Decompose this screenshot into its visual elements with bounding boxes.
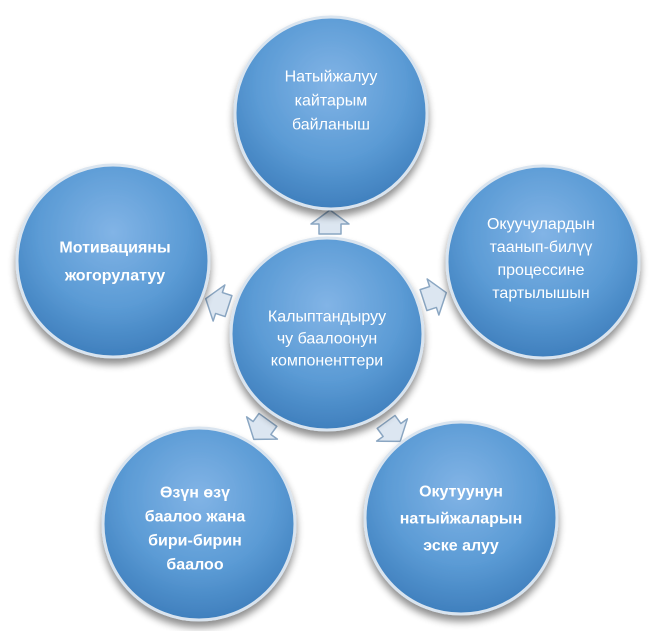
node-bottom-right: Окутуунун натыйжаларын эске алуу xyxy=(363,420,559,616)
arrow-to-bottom-right xyxy=(375,414,409,443)
node-label-line: Мотивацияны xyxy=(59,240,170,257)
node-label-line: кайтарым xyxy=(295,93,368,110)
node-label-line: бири-бирин xyxy=(148,533,242,550)
node-label-line: тартылышын xyxy=(492,285,589,302)
node-top: Натыйжалуу кайтарым байланыш xyxy=(233,15,429,211)
node-label-line: Окутуунун xyxy=(419,484,503,501)
node-center: Калыптандыруу чу баалоонун компоненттери xyxy=(229,236,425,432)
arrow-to-bottom-left xyxy=(245,412,279,441)
node-circle-top xyxy=(233,15,429,211)
node-label-line: эске алуу xyxy=(423,538,499,555)
node-label-line: чу баалоонун xyxy=(277,331,377,348)
node-label-line: таанып-билүү xyxy=(490,239,593,256)
node-label-line: процессине xyxy=(497,262,584,279)
node-label-line: компоненттери xyxy=(271,353,383,370)
arrows-layer xyxy=(204,209,448,443)
node-label-line: баалоо жана xyxy=(145,509,246,526)
node-label-line: байланыш xyxy=(292,117,370,134)
node-circle-bottom-left xyxy=(101,426,297,622)
arrow-to-left xyxy=(204,284,233,322)
node-label-line: Өзүн өзү xyxy=(160,485,230,502)
node-circle-right xyxy=(445,164,641,360)
arrow-to-right xyxy=(419,278,448,316)
arrow-to-top xyxy=(310,209,350,235)
node-bottom-left: Өзүн өзү баалоо жана бири-бирин баалоо xyxy=(101,426,297,622)
node-label-line: Натыйжалуу xyxy=(285,69,378,86)
node-circle-bottom-right xyxy=(363,420,559,616)
node-label-line: натыйжаларын xyxy=(400,511,523,528)
node-right: Окуучулардын таанып-билүү процессине тартыл… xyxy=(445,164,641,360)
node-label-line: баалоо xyxy=(166,557,223,574)
node-label-line: жогорулатуу xyxy=(64,268,165,285)
node-circle-left xyxy=(15,163,211,359)
node-left: Мотивацияны жогорулатуу xyxy=(15,163,211,359)
node-label-line: Калыптандыруу xyxy=(268,309,386,326)
node-circle-center xyxy=(229,236,425,432)
node-label-line: Окуучулардын xyxy=(487,216,595,233)
